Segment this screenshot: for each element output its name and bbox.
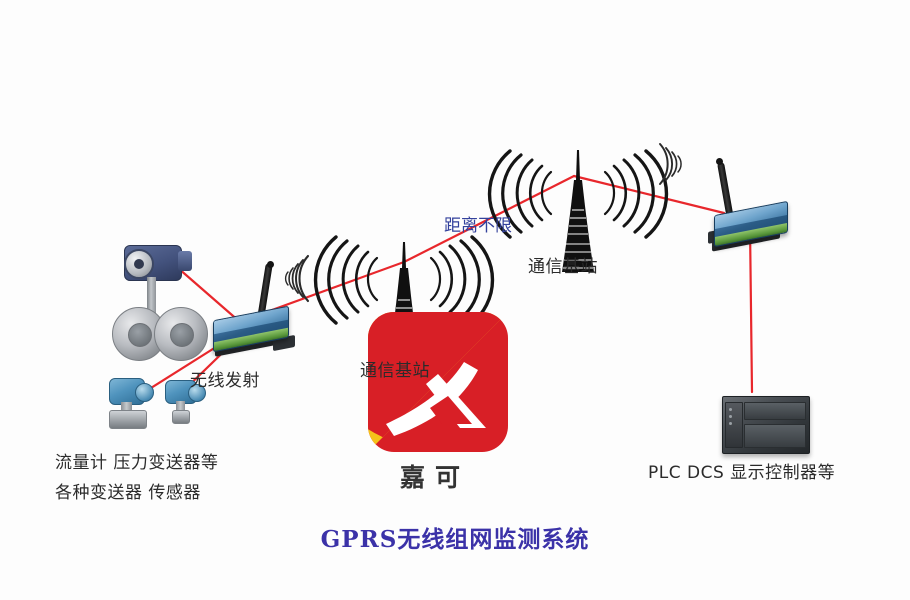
- dtu-left-device: [205, 261, 315, 370]
- link-dturight-plc: [748, 224, 754, 394]
- pt2-port: [188, 384, 206, 402]
- label-sensors-line1: 流量计 压力变送器等: [55, 453, 219, 473]
- plc-terminal-bottom: [744, 424, 806, 448]
- plc-led-3: [729, 422, 732, 425]
- pt1-port: [135, 383, 154, 402]
- link-towerleft-towerright: [402, 174, 576, 264]
- pt2-stem: [176, 401, 185, 412]
- diagram-title: GPRS无线组网监测系统: [320, 526, 590, 553]
- flow-meter-neck: [147, 277, 156, 315]
- label-sensors-line2: 各种变送器 传感器: [55, 483, 201, 503]
- plc-terminal-top: [744, 402, 806, 420]
- plc-device: [722, 392, 812, 456]
- pt1-stem: [121, 402, 132, 412]
- pressure-transmitter-1: [105, 378, 163, 436]
- label-controller: PLC DCS 显示控制器等: [648, 463, 836, 483]
- flow-meter-flange-right: [154, 307, 208, 361]
- flow-meter-device: [100, 245, 208, 361]
- flow-meter-cap: [178, 251, 192, 271]
- plc-led-1: [729, 408, 732, 411]
- link-flowmeter-dtu: [176, 266, 242, 324]
- dtu-right-antenna-tip: [716, 158, 723, 165]
- flow-meter-display: [124, 249, 154, 279]
- label-wireless-transmit: 无线发射: [190, 371, 260, 391]
- pressure-transmitter-2: [163, 380, 219, 434]
- label-base-station-left: 通信基站: [360, 361, 430, 381]
- plc-power-module: [725, 402, 743, 448]
- pt2-process-connection: [172, 410, 190, 424]
- brand-logo: [368, 312, 508, 452]
- logo-glyph: [386, 362, 486, 436]
- label-unlimited-distance: 距离不限: [444, 216, 512, 236]
- label-base-station-right: 通信基站: [528, 257, 598, 277]
- plc-led-2: [729, 415, 732, 418]
- brand-name: 嘉可: [399, 463, 470, 492]
- dtu-right-device: [700, 158, 810, 268]
- dtu-left-antenna-tip: [267, 261, 274, 268]
- link-towerright-dturight: [572, 174, 726, 215]
- pt1-manifold: [109, 410, 147, 429]
